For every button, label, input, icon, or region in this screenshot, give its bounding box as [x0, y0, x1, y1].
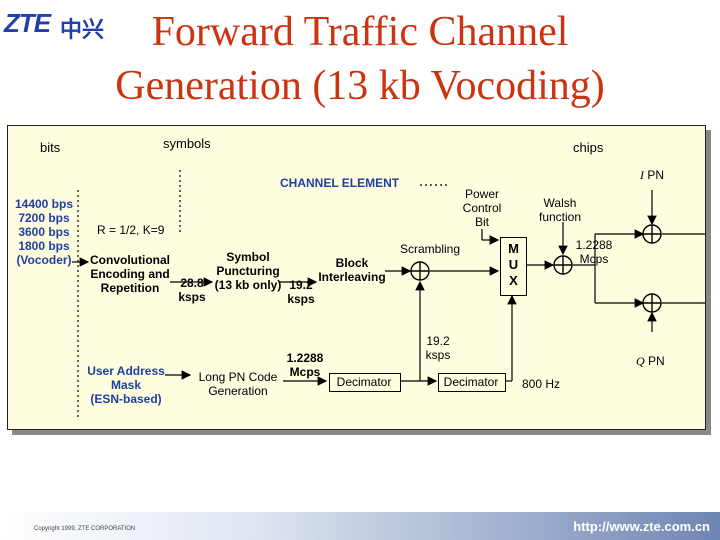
rate-7200: 7200 bps — [18, 211, 70, 225]
punct-line2: Puncturing — [216, 264, 280, 278]
conv-line3: Repetition — [100, 281, 160, 295]
decimator-2-box — [438, 373, 506, 392]
punct-line3: (13 kb only) — [214, 278, 282, 292]
rate-28-8: 28.8 ksps — [174, 276, 210, 304]
pcb-line2: Control — [462, 201, 502, 215]
long-pn-generator: Long PN Code Generation — [192, 370, 284, 398]
decimator-2: Decimator — [443, 375, 499, 389]
pcb-line1: Power — [464, 187, 499, 201]
walsh-line2: function — [538, 210, 582, 224]
uam-line3: (ESN-based) — [90, 392, 162, 406]
mux-box — [500, 237, 527, 296]
copyright: Copyright 1999, ZTE CORPORATION — [34, 526, 136, 532]
power-control-bit: Power Control Bit — [456, 187, 508, 229]
i-pn-letter: I — [640, 168, 644, 182]
rate-1-2288-b: 1.2288 Mcps — [284, 351, 326, 379]
walsh-line1: Walsh — [543, 196, 577, 210]
long-pn-line1: Long PN Code — [198, 370, 278, 384]
vocoder-note: (Vocoder) — [16, 253, 72, 267]
rate-800hz: 800 Hz — [522, 377, 561, 391]
rate-1-2288-a-value: 1.2288 — [575, 238, 613, 252]
walsh-function: Walsh function — [532, 196, 588, 224]
i-pn-label: I PN — [640, 168, 664, 182]
decimator-1-box — [329, 373, 401, 392]
uam-line1: User Address — [87, 364, 165, 378]
rate-19-2-a-value: 19.2 — [289, 278, 313, 292]
vocoder-rates: 14400 bps 7200 bps 3600 bps 1800 bps (Vo… — [12, 197, 76, 267]
block-interleaving-block: Block Interleaving — [316, 256, 388, 284]
rate-19-2-a: 19.2 ksps — [283, 278, 319, 306]
footer-url: http://www.zte.com.cn — [573, 519, 710, 534]
block-line2: Interleaving — [318, 270, 386, 284]
conv-line2: Encoding and — [90, 267, 170, 281]
mux-x: X — [509, 273, 518, 288]
uam-line2: Mask — [110, 378, 142, 392]
i-pn-suffix: PN — [647, 168, 665, 182]
rate-1-2288-b-value: 1.2288 — [286, 351, 324, 365]
chips-label: chips — [573, 140, 604, 155]
mux-label: M U X — [500, 241, 527, 289]
mux-m: M — [508, 241, 519, 256]
decimator-1: Decimator — [336, 375, 392, 389]
punct-line1: Symbol — [226, 250, 270, 264]
scrambling-label: Scrambling — [400, 242, 461, 256]
rate-1-2288-b-unit: Mcps — [289, 365, 321, 379]
rate-19-2-b: 19.2 ksps — [418, 334, 458, 362]
long-pn-line2: Generation — [208, 384, 268, 398]
rate-19-2-b-value: 19.2 — [426, 334, 450, 348]
block-line1: Block — [335, 256, 369, 270]
conv-encoding-block: Convolutional Encoding and Repetition — [86, 253, 174, 295]
rate-1800: 1800 bps — [18, 239, 70, 253]
rate-28-8-unit: ksps — [178, 290, 206, 304]
logo-cn: 中兴 — [60, 18, 105, 43]
rate-1-2288-a: 1.2288 Mcps — [574, 238, 614, 266]
pcb-line3: Bit — [474, 215, 489, 229]
footer-bar — [0, 512, 720, 540]
code-params: R = 1/2, K=9 — [97, 223, 165, 237]
q-pn-label: Q PN — [636, 354, 665, 368]
rate-19-2-a-unit: ksps — [287, 292, 315, 306]
q-pn-suffix: PN — [648, 354, 665, 368]
q-pn-letter: Q — [636, 354, 645, 368]
channel-element-label: CHANNEL ELEMENT — [280, 176, 400, 190]
bits-label: bits — [40, 140, 61, 155]
title-line2: Generation (13 kb Vocoding) — [115, 63, 605, 109]
logo-text: ZTE — [4, 8, 51, 38]
rate-1-2288-a-unit: Mcps — [579, 252, 609, 266]
mux-u: U — [508, 257, 519, 272]
rate-19-2-b-unit: ksps — [425, 348, 451, 362]
user-address-mask: User Address Mask (ESN-based) — [82, 364, 170, 406]
symbol-puncturing-block: Symbol Puncturing (13 kb only) — [210, 250, 286, 292]
rate-14400: 14400 bps — [14, 197, 74, 211]
symbols-label: symbols — [163, 136, 211, 151]
title-line1: Forward Traffic Channel — [151, 9, 569, 55]
rate-28-8-value: 28.8 — [180, 276, 204, 290]
conv-line1: Convolutional — [90, 253, 170, 267]
rate-3600: 3600 bps — [18, 225, 70, 239]
